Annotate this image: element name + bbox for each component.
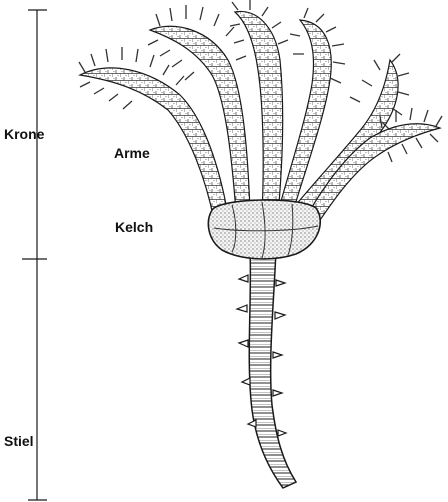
label-kelch: Kelch (115, 219, 153, 235)
stem (237, 250, 296, 488)
arm-left-inner (150, 26, 250, 212)
label-stiel: Stiel (4, 433, 34, 449)
stem-body (249, 250, 296, 488)
scale-bar (22, 10, 47, 500)
arm-left-outer (80, 68, 228, 220)
label-krone: Krone (4, 126, 44, 142)
calyx (208, 200, 320, 259)
arms (79, 0, 442, 232)
label-arme: Arme (114, 145, 150, 161)
